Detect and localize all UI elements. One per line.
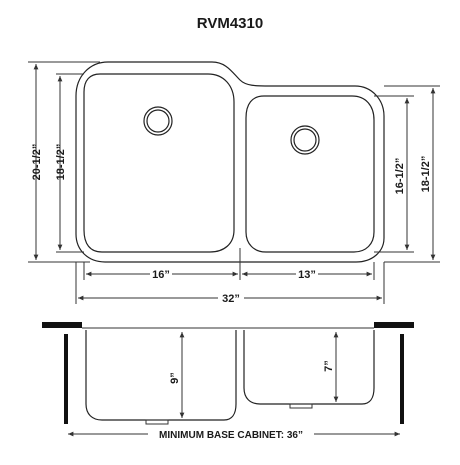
side-left-drain-icon <box>145 419 169 425</box>
label-bg-total-width <box>218 291 244 305</box>
right-bowl-outline <box>245 95 375 253</box>
model-title: RVM4310 <box>197 15 263 32</box>
side-right-drain-icon <box>289 403 313 409</box>
dim-label-right-outer: 18-1/2” <box>420 156 432 193</box>
dim-label-right-depth: 7” <box>323 360 335 372</box>
sink-rim-outline <box>75 61 385 263</box>
dim-label-total-width: 32” <box>222 293 240 305</box>
top-view: 20-1/2” 18-1/2” 16-1/2” 18-1/2” 16” 13” … <box>28 61 440 305</box>
left-drain-icon <box>143 106 173 136</box>
side-view: 9” 7” MINIMUM BASE CABINET: 36” <box>42 322 414 441</box>
left-bowl-outline <box>83 73 235 253</box>
counter-right <box>374 322 414 328</box>
side-right-bowl <box>243 330 375 405</box>
cabinet-wall-left <box>64 334 68 424</box>
dim-label-left-depth: 9” <box>169 372 181 384</box>
cabinet-wall-right <box>400 334 404 424</box>
dim-label-left-width: 16” <box>152 269 170 281</box>
label-bg-right-width <box>296 267 318 281</box>
dim-label-right-width: 13” <box>298 269 316 281</box>
dim-label-left-inner: 18-1/2” <box>55 144 67 181</box>
label-bg-cabinet <box>148 427 314 441</box>
dim-label-left-outer: 20-1/2” <box>31 144 43 181</box>
counter-left <box>42 322 82 328</box>
dim-label-cabinet: MINIMUM BASE CABINET: 36” <box>159 430 303 441</box>
label-bg-left-width <box>150 267 172 281</box>
right-drain-icon <box>290 125 320 155</box>
side-left-bowl <box>85 330 237 421</box>
right-drain-inner-icon <box>293 128 317 152</box>
dim-label-right-inner: 16-1/2” <box>394 158 406 195</box>
left-drain-inner-icon <box>146 109 170 133</box>
